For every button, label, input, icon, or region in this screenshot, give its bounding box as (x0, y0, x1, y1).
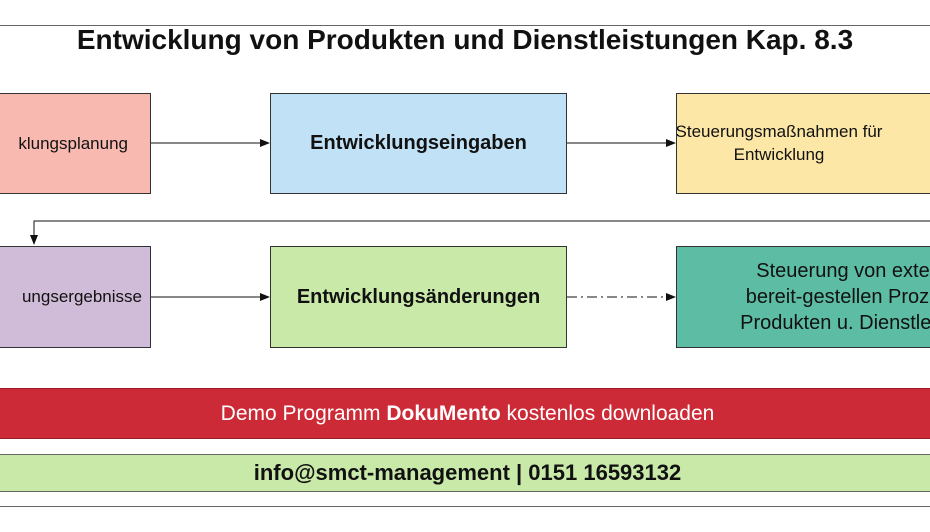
box-label: ungsergebnisse (21, 287, 142, 306)
box-steuerungsmassnahmen: Steuerungsmaßnahmen für Entwicklung (676, 93, 930, 194)
arrow-return-row2 (30, 220, 930, 245)
box-label: Entwicklungsänderungen (296, 285, 541, 308)
box-label-line: Steuerung von exte (756, 260, 930, 282)
box-entwicklungsplanung: klungsplanung (0, 93, 151, 194)
box-label-line: Produkten u. Dienstleis (740, 312, 930, 334)
banner-text-pre: Demo Programm (220, 401, 387, 425)
download-banner[interactable]: Demo Programm DokuMento kostenlos downlo… (0, 388, 930, 439)
bottom-rule (0, 506, 930, 507)
box-externe-prozesse: Steuerung von exte bereit-gestellen Proz… (676, 246, 930, 348)
box-entwicklungseingaben: Entwicklungseingaben (270, 93, 567, 194)
contact-banner[interactable]: info@smct-management | 0151 16593132 (0, 454, 930, 492)
box-entwicklungsergebnisse: ungsergebnisse (0, 246, 151, 348)
box-entwicklungsaenderungen: Entwicklungsänderungen (270, 246, 567, 348)
box-label: Entwicklungseingaben (310, 132, 527, 154)
page-title: Entwicklung von Produkten und Dienstleis… (76, 24, 854, 55)
contact-text: info@smct-management | 0151 16593132 (253, 460, 682, 485)
box-label-line: Entwicklung (733, 144, 825, 164)
banner-text-post: kostenlos downloaden (500, 401, 715, 425)
box-label-line: Steuerungsmaßnahmen für (676, 121, 883, 141)
banner-brand: DokuMento (386, 401, 501, 425)
box-label: klungsplanung (18, 133, 128, 153)
top-rule (0, 25, 930, 26)
box-label-line: bereit-gestellen Proze (745, 286, 930, 308)
